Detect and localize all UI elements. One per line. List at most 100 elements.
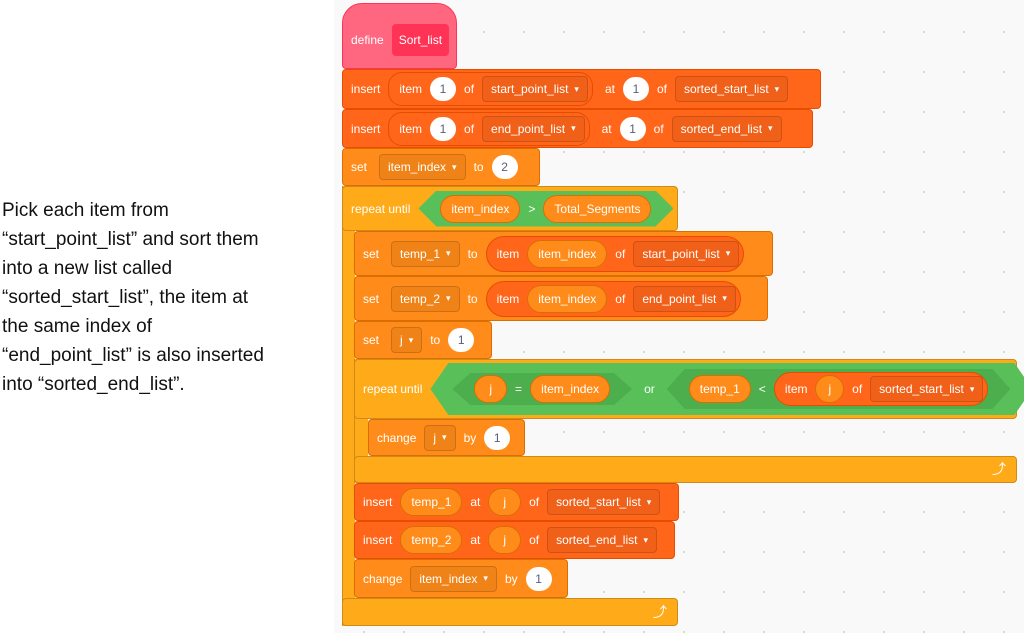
item-index-reporter[interactable]: item_index <box>440 195 520 223</box>
j-reporter[interactable]: j <box>474 375 507 403</box>
set-variable-block[interactable]: set temp_2▾ to item item_index of end_po… <box>354 276 768 321</box>
item-index-reporter[interactable]: item_index <box>530 375 610 403</box>
equals-condition[interactable]: j = item_index <box>452 373 632 405</box>
repeat-until-block[interactable]: repeat until item_index > Total_Segments <box>342 186 678 231</box>
value-input[interactable]: 2 <box>491 155 518 179</box>
or-condition[interactable]: j = item_index or temp_1 < item j of sor… <box>430 363 1024 415</box>
temp-1-reporter[interactable]: temp_1 <box>689 375 751 403</box>
dropdown-arrow-icon: ▾ <box>408 334 414 345</box>
dropdown-arrow-icon: ▾ <box>768 123 773 133</box>
repeat-until-block[interactable]: repeat until j = item_index or temp_1 < … <box>354 359 1017 419</box>
dropdown-arrow-icon: ▾ <box>571 123 576 133</box>
total-segments-reporter[interactable]: Total_Segments <box>543 195 651 223</box>
dropdown-arrow-icon: ▾ <box>446 248 451 258</box>
item-of-reporter[interactable]: item 1 of start_point_list▾ <box>388 72 593 106</box>
insert-block[interactable]: insert item 1 of end_point_list▾ at 1 of… <box>342 109 813 148</box>
change-variable-block[interactable]: change item_index▾ by 1 <box>354 559 568 598</box>
variable-dropdown[interactable]: item_index▾ <box>379 154 466 180</box>
annotation-line: into a new list called <box>2 258 173 279</box>
target-list-dropdown[interactable]: sorted_end_list▾ <box>671 115 782 142</box>
item-of-reporter[interactable]: item item_index of end_point_list▾ <box>485 280 741 317</box>
value-input[interactable]: 1 <box>484 425 511 450</box>
item-of-reporter[interactable]: item j of sorted_start_list ▾ <box>774 372 989 406</box>
annotation-line: “sorted_start_list”, the item at <box>2 287 249 308</box>
list-name: start_point_list <box>491 82 569 96</box>
change-variable-block[interactable]: change j▾ by 1 <box>368 419 525 456</box>
annotation-line: the same index of <box>2 316 152 337</box>
variable-dropdown[interactable]: temp_1 ▾ <box>391 240 460 267</box>
position-input[interactable]: 1 <box>622 77 649 101</box>
variable-dropdown[interactable]: temp_2▾ <box>391 285 460 312</box>
target-list-dropdown[interactable]: sorted_start_list ▾ <box>674 76 789 102</box>
list-dropdown[interactable]: sorted_end_list▾ <box>547 527 657 553</box>
dropdown-arrow-icon: ▾ <box>574 83 579 94</box>
of-label: of <box>529 495 540 509</box>
greater-than-condition[interactable]: item_index > Total_Segments <box>418 191 673 227</box>
list-name: sorted_end_list <box>556 533 638 547</box>
position-input[interactable]: 1 <box>619 116 646 141</box>
to-label: to <box>473 160 484 174</box>
index-input[interactable]: 1 <box>430 116 457 141</box>
of-label: of <box>852 382 863 396</box>
variable-name: item_index <box>388 160 447 174</box>
variable-dropdown[interactable]: j▾ <box>391 327 423 353</box>
variable-name: item_index <box>419 571 478 586</box>
define-block[interactable]: define Sort_list <box>342 3 457 69</box>
list-name: sorted_start_list <box>683 82 769 96</box>
set-variable-block[interactable]: set item_index▾ to 2 <box>342 148 540 186</box>
item-label: item <box>496 291 520 306</box>
variable-dropdown[interactable]: item_index ▾ <box>410 565 497 592</box>
set-variable-block[interactable]: set temp_1▾ to item item_index of start_… <box>354 231 773 276</box>
item-index-reporter[interactable]: item_index <box>527 239 608 268</box>
variable-dropdown[interactable]: j▾ <box>424 424 456 451</box>
list-name: end_point_list <box>642 291 717 306</box>
list-dropdown[interactable]: end_point_list▾ <box>482 115 585 142</box>
less-than-condition[interactable]: temp_1 < item j of sorted_start_list ▾ <box>667 369 1011 409</box>
change-label: change <box>377 430 417 445</box>
dropdown-arrow-icon: ▾ <box>969 383 975 394</box>
value-input[interactable]: 1 <box>525 566 552 591</box>
by-label: by <box>463 430 477 445</box>
temp-1-reporter[interactable]: temp_1 <box>400 488 463 516</box>
at-label: at <box>604 82 615 96</box>
insert-block[interactable]: insert item 1 of start_point_list▾ at 1 … <box>342 69 821 109</box>
set-variable-block[interactable]: set j▾ to 1 <box>354 321 492 359</box>
temp-2-reporter[interactable]: temp_2 <box>400 526 463 554</box>
insert-block[interactable]: insert temp_2 at j of sorted_end_list▾ <box>354 521 675 559</box>
procedure-name: Sort_list <box>391 24 450 56</box>
or-label: or <box>644 382 655 396</box>
value-input[interactable]: 1 <box>448 328 475 352</box>
of-label: of <box>615 246 626 261</box>
annotation-line: “end_point_list” is also inserted <box>2 345 264 366</box>
item-of-reporter[interactable]: item item_index of start_point_list▾ <box>485 235 745 272</box>
list-name: start_point_list <box>642 246 720 261</box>
list-dropdown[interactable]: sorted_start_list ▾ <box>870 376 983 402</box>
index-input[interactable]: 1 <box>430 77 457 101</box>
item-of-reporter[interactable]: item 1 of end_point_list▾ <box>388 111 590 146</box>
insert-block[interactable]: insert temp_1 at j of sorted_start_list▾ <box>354 483 679 521</box>
insert-label: insert <box>351 121 381 136</box>
operator-label: < <box>758 382 766 396</box>
list-name: sorted_start_list <box>556 495 641 509</box>
annotation-text: Pick each item from “start_point_list” a… <box>2 196 332 399</box>
dropdown-arrow-icon: ▾ <box>774 83 780 94</box>
list-dropdown[interactable]: start_point_list ▾ <box>482 76 588 102</box>
variable-name: temp_2 <box>400 291 441 306</box>
j-reporter[interactable]: j <box>488 526 522 554</box>
set-label: set <box>363 333 380 347</box>
set-label: set <box>363 246 380 261</box>
list-name: sorted_start_list <box>879 382 964 396</box>
j-reporter[interactable]: j <box>488 488 522 516</box>
of-label: of <box>656 82 667 96</box>
repeat-until-arm <box>342 186 355 626</box>
item-label: item <box>784 382 808 396</box>
j-reporter[interactable]: j <box>815 375 844 403</box>
variable-name: temp_1 <box>400 246 441 261</box>
list-dropdown[interactable]: end_point_list▾ <box>633 285 736 312</box>
list-dropdown[interactable]: sorted_start_list▾ <box>547 489 661 515</box>
item-index-reporter[interactable]: item_index <box>527 284 608 313</box>
annotation-line: Pick each item from <box>2 200 169 221</box>
list-dropdown[interactable]: start_point_list▾ <box>633 240 740 267</box>
dropdown-arrow-icon: ▾ <box>483 573 488 583</box>
scratch-code-area[interactable]: define Sort_list insert item 1 of start_… <box>334 0 1024 633</box>
